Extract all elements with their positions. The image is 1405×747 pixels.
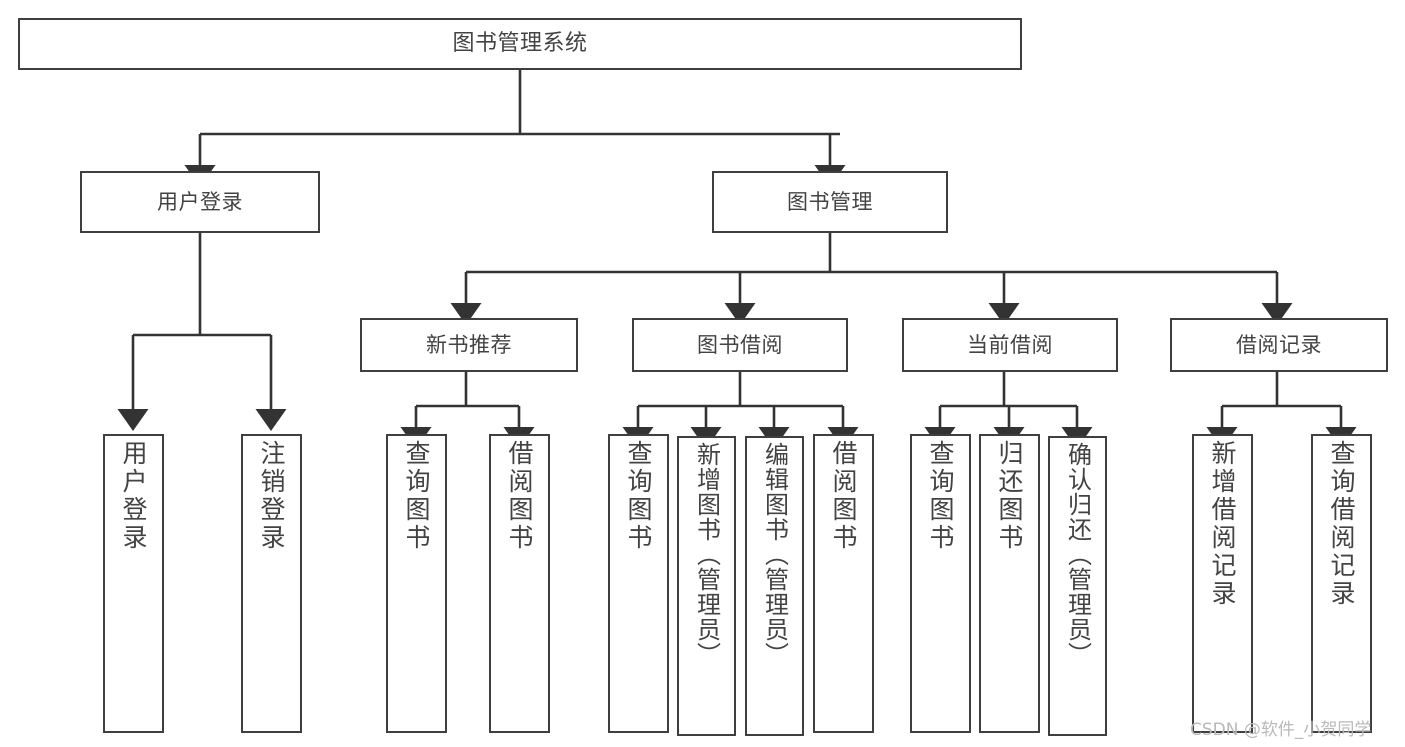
node-label: 新书推荐 xyxy=(426,332,512,357)
leaf-new-book-borrow-book[interactable]: 借阅图书 xyxy=(489,434,550,733)
leaf-borrow-query-book[interactable]: 查询图书 xyxy=(608,434,669,733)
node-label: 图书借阅 xyxy=(697,332,783,357)
node-book-borrow[interactable]: 图书借阅 xyxy=(632,318,848,372)
leaf-borrow-edit-book-admin[interactable]: 编辑图书（管理员） xyxy=(745,436,804,736)
node-current-borrow[interactable]: 当前借阅 xyxy=(902,318,1118,372)
node-label: 新增图书（管理员） xyxy=(692,442,721,667)
node-borrow-records[interactable]: 借阅记录 xyxy=(1170,318,1388,372)
node-label: 借阅图书 xyxy=(829,440,858,552)
node-user-login[interactable]: 用户登录 xyxy=(80,171,320,233)
node-label: 编辑图书（管理员） xyxy=(760,442,789,667)
node-label: 当前借阅 xyxy=(967,332,1053,357)
node-label: 查询图书 xyxy=(624,440,653,552)
node-label: 查询借阅记录 xyxy=(1327,440,1356,608)
node-label: 借阅图书 xyxy=(505,440,534,552)
node-label: 新增借阅记录 xyxy=(1208,440,1237,608)
leaf-logout[interactable]: 注销登录 xyxy=(241,434,302,733)
leaf-records-query-record[interactable]: 查询借阅记录 xyxy=(1311,434,1372,733)
node-label: 查询图书 xyxy=(402,440,431,552)
node-label: 确认归还（管理员） xyxy=(1063,442,1092,667)
leaf-records-add-record[interactable]: 新增借阅记录 xyxy=(1192,434,1253,733)
leaf-current-confirm-return-admin[interactable]: 确认归还（管理员） xyxy=(1048,436,1107,736)
node-label: 用户登录 xyxy=(119,440,148,552)
node-label: 图书管理 xyxy=(787,189,873,214)
node-label: 注销登录 xyxy=(257,440,286,552)
leaf-current-query-book[interactable]: 查询图书 xyxy=(910,434,971,733)
node-root-book-management-system[interactable]: 图书管理系统 xyxy=(18,18,1022,70)
leaf-new-book-query-book[interactable]: 查询图书 xyxy=(386,434,447,733)
node-new-book-recommend[interactable]: 新书推荐 xyxy=(360,318,578,372)
leaf-current-return-book[interactable]: 归还图书 xyxy=(979,434,1040,733)
csdn-watermark: CSDN @软件_小贺同学 xyxy=(1190,720,1372,740)
node-label: 查询图书 xyxy=(926,440,955,552)
node-book-management[interactable]: 图书管理 xyxy=(712,171,948,233)
node-label: 图书管理系统 xyxy=(452,31,588,57)
leaf-borrow-add-book-admin[interactable]: 新增图书（管理员） xyxy=(677,436,736,736)
leaf-user-login[interactable]: 用户登录 xyxy=(103,434,164,733)
node-label: 借阅记录 xyxy=(1236,332,1322,357)
leaf-borrow-borrow-book[interactable]: 借阅图书 xyxy=(813,434,874,733)
node-label: 用户登录 xyxy=(157,189,243,214)
node-label: 归还图书 xyxy=(995,440,1024,552)
